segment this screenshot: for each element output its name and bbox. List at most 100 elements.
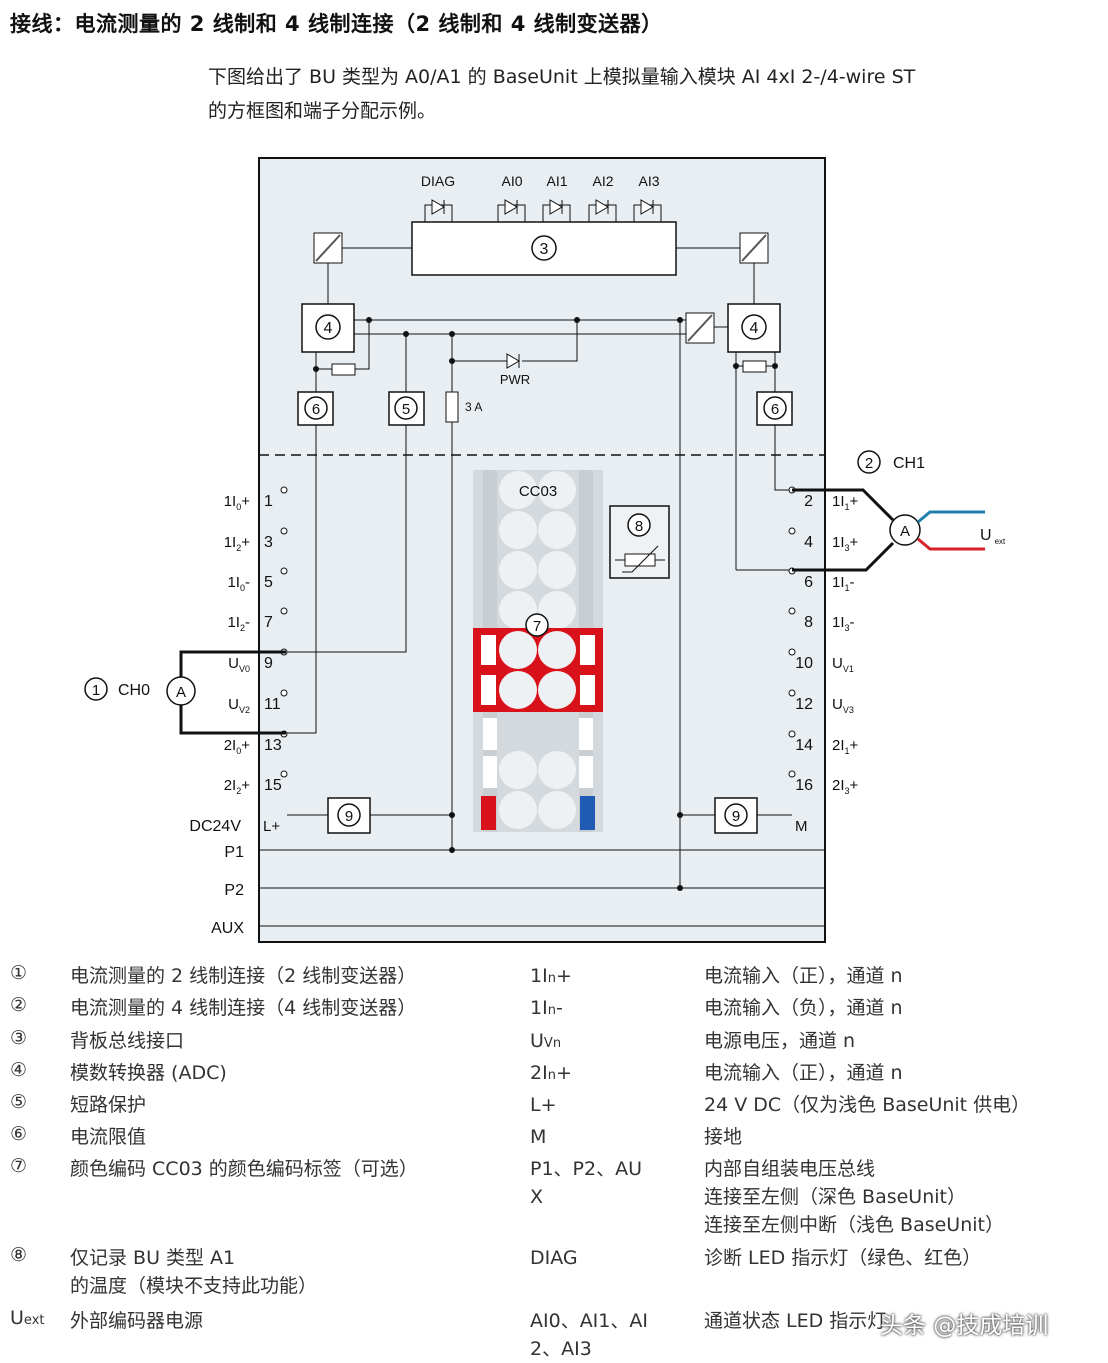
- color-code-slot: [538, 591, 576, 629]
- dc24v-label: DC24V: [189, 818, 241, 835]
- color-code-slot: [538, 751, 576, 789]
- legend-number: Uext: [10, 1307, 45, 1329]
- legend-description: 电流测量的 4 线制连接（4 线制变送器）: [70, 997, 417, 1019]
- right-terminal-number: 2: [804, 493, 813, 510]
- callout-5: 5: [402, 401, 410, 418]
- led-label-ai2: AI2: [592, 173, 613, 189]
- callout-6-right: 6: [771, 401, 779, 418]
- color-code-slot: [499, 471, 537, 509]
- led-label-ai3: AI3: [638, 173, 659, 189]
- legend-number: ⑤: [10, 1091, 28, 1113]
- legend-key-description: 内部自组装电压总线连接至左侧（深色 BaseUnit）连接至左侧中断（浅色 Ba…: [704, 1158, 1004, 1236]
- right-terminal-number: 8: [804, 614, 813, 631]
- color-code-text: CC03: [519, 483, 557, 500]
- fuse: [445, 391, 459, 423]
- led-label-ai1: AI1: [546, 173, 567, 189]
- intro-line-1: 下图给出了 BU 类型为 A0/A1 的 BaseUnit 上模拟量输入模块 A…: [208, 66, 916, 88]
- color-label-slot: [538, 631, 576, 669]
- bus-label-aux: AUX: [211, 920, 244, 937]
- legend-description: 背板总线接口: [70, 1030, 185, 1052]
- color-code-tab: [579, 756, 593, 788]
- ch1-ammeter-label: A: [900, 523, 910, 540]
- color-code-slot: [499, 791, 537, 829]
- color-code-slot: [538, 791, 576, 829]
- resistor-left: [331, 363, 356, 376]
- led-ai3: [633, 199, 662, 222]
- legend-key: 1In+: [530, 965, 572, 987]
- color-label-tab: [580, 635, 595, 665]
- legend-key-description: 电源电压，通道 n: [704, 1030, 856, 1052]
- left-terminal-number: 9: [264, 655, 273, 672]
- left-terminal-number: 7: [264, 614, 273, 631]
- color-label-tab: [481, 635, 496, 665]
- callout-6-left: 6: [312, 401, 320, 418]
- left-terminal-number: 5: [264, 574, 273, 591]
- left-terminal-label: 2I2+: [224, 777, 251, 796]
- right-terminal-label: 1I1-: [832, 574, 855, 593]
- left-terminal-label: 1I0+: [224, 493, 251, 512]
- left-terminal-number: 1: [264, 493, 273, 510]
- terminal-point: [280, 607, 288, 615]
- left-terminal-number: 3: [264, 534, 273, 551]
- isolator-right: [739, 232, 769, 264]
- callout-9-left: 9: [345, 808, 353, 825]
- legend-key-description: 通道状态 LED 指示灯: [704, 1310, 887, 1332]
- legend-description: 颜色编码 CC03 的颜色编码标签（可选）: [70, 1158, 418, 1180]
- color-label-slot: [499, 671, 537, 709]
- isolator-mid: [685, 312, 715, 344]
- right-terminal-number: 16: [795, 777, 813, 794]
- bus-lines: [259, 849, 825, 927]
- color-tab-red: [481, 796, 496, 830]
- color-label-tab: [481, 675, 496, 705]
- left-terminal-label: UV0: [228, 655, 250, 674]
- terminal-point: [280, 527, 288, 535]
- legend-number: ④: [10, 1059, 28, 1081]
- left-terminal-label: 1I2-: [227, 614, 250, 633]
- terminal-point: [788, 527, 796, 535]
- right-terminal-label: 1I3+: [832, 534, 859, 553]
- terminal-point: [788, 770, 796, 778]
- right-terminal-number: 6: [804, 574, 813, 591]
- color-label-slot: [538, 671, 576, 709]
- right-terminal-label: 1I3-: [832, 614, 855, 633]
- page-title: 接线：电流测量的 2 线制和 4 线制连接（2 线制和 4 线制变送器）: [10, 12, 663, 36]
- intro-line-2: 的方框图和端子分配示例。: [208, 100, 437, 122]
- color-code-tab: [483, 756, 497, 788]
- block-diagram: 3 DIAG AI0 AI1 AI2 AI3 4 4 PWR 3 A: [84, 157, 1006, 943]
- left-terminal-label: 1I2+: [224, 534, 251, 553]
- terminal-point: [788, 648, 796, 656]
- legend-description: 外部编码器电源: [70, 1310, 204, 1332]
- right-terminal-number: 14: [795, 737, 813, 754]
- right-terminal-number: 12: [795, 696, 813, 713]
- callout-9-right: 9: [732, 808, 740, 825]
- color-code-tab: [483, 718, 497, 750]
- legend-description: 短路保护: [70, 1094, 147, 1116]
- color-label-slot: [499, 631, 537, 669]
- ch1-ammeter: [889, 514, 921, 546]
- led-label-diag: DIAG: [421, 173, 455, 189]
- legend-key: 2In+: [530, 1062, 572, 1084]
- ch0-ammeter-label: A: [176, 684, 186, 701]
- color-code-slot: [499, 751, 537, 789]
- color-code-slot: [499, 551, 537, 589]
- led-row: [424, 199, 662, 222]
- resistor-right: [742, 360, 767, 373]
- right-terminal-label: UV3: [832, 696, 854, 715]
- color-code-slot: [538, 551, 576, 589]
- legend-key-description: 电流输入（正），通道 n: [704, 1062, 903, 1084]
- bus-label-p2: P2: [224, 882, 244, 899]
- left-terminal-number: 13: [264, 737, 282, 754]
- terminal-point: [788, 607, 796, 615]
- ch1-label: CH1: [893, 455, 925, 472]
- led-ai2: [588, 199, 617, 222]
- bus-label-p1: P1: [224, 844, 244, 861]
- right-terminal-label: 2I1+: [832, 737, 859, 756]
- legend-key-description: 电流输入（正），通道 n: [704, 965, 903, 987]
- color-tab-blue: [580, 796, 595, 830]
- callout-8: 8: [635, 518, 643, 535]
- lplus-terminal: L+: [263, 818, 280, 835]
- left-terminal-number: 15: [264, 777, 282, 794]
- legend-key: UVn: [530, 1030, 562, 1052]
